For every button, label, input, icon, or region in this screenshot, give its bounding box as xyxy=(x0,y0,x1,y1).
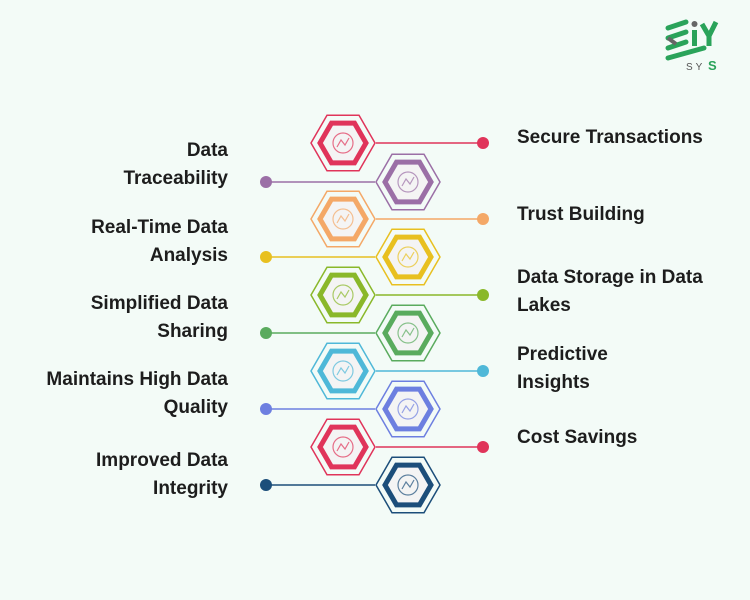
outer-hexagon xyxy=(310,418,376,476)
connector-dot xyxy=(477,441,489,453)
insights-chart-icon-detail xyxy=(401,403,415,414)
integrity-hands-icon-detail xyxy=(401,479,415,490)
connector-dot xyxy=(260,479,272,491)
connector-dot xyxy=(477,365,489,377)
connector-dot xyxy=(260,176,272,188)
connector-dot xyxy=(260,403,272,415)
label-line: Insights xyxy=(517,372,590,393)
document-lock-icon xyxy=(397,171,419,193)
label-line: Traceability xyxy=(123,168,228,189)
data-search-icon xyxy=(332,132,354,154)
label-line: Analysis xyxy=(149,245,228,266)
shield-cost-icon xyxy=(332,436,354,458)
integrity-hands-icon xyxy=(397,474,419,496)
outer-hexagon xyxy=(375,304,441,362)
label-line: Quality xyxy=(163,397,228,418)
data-search-icon-detail xyxy=(336,137,350,148)
label-line: Lakes xyxy=(517,295,571,316)
analytics-chart-icon-detail xyxy=(336,213,350,224)
label-line: Data Storage in Data xyxy=(517,267,703,288)
eiy-sys-logo: SY S xyxy=(664,18,728,79)
connector-dot xyxy=(477,213,489,225)
shield-cost-icon-detail xyxy=(336,441,350,452)
outer-hexagon xyxy=(375,153,441,211)
connector-dot xyxy=(260,251,272,263)
svg-text:SY: SY xyxy=(686,62,705,73)
analytics-chart-icon xyxy=(332,208,354,230)
outer-hexagon xyxy=(310,342,376,400)
document-lock-icon-detail xyxy=(401,176,415,187)
label-line: Data xyxy=(186,140,228,161)
outer-hexagon xyxy=(375,228,441,286)
outer-hexagon xyxy=(310,114,376,172)
database-icon xyxy=(397,322,419,344)
label-line: Improved Data xyxy=(96,450,228,471)
database-quality-icon-detail xyxy=(336,365,350,376)
label-line: Maintains High Data xyxy=(46,369,228,390)
globe-data-icon xyxy=(397,246,419,268)
globe-data-icon-detail xyxy=(401,251,415,262)
database-icon-detail xyxy=(401,327,415,338)
label-line: Integrity xyxy=(153,478,228,499)
label-cost-savings: Cost Savings xyxy=(517,424,637,452)
outer-hexagon xyxy=(310,190,376,248)
label-line: Secure Transactions xyxy=(517,127,703,148)
network-share-icon-detail xyxy=(336,289,350,300)
label-line: Simplified Data xyxy=(90,293,228,314)
label-line: Trust Building xyxy=(517,204,645,225)
label-line: Cost Savings xyxy=(517,427,638,448)
label-line: Predictive xyxy=(517,344,608,365)
label-trust-building: Trust Building xyxy=(517,201,645,229)
insights-chart-icon xyxy=(397,398,419,420)
svg-text:S: S xyxy=(708,58,717,73)
outer-hexagon xyxy=(375,380,441,438)
connector-dot xyxy=(477,289,489,301)
connector-dot xyxy=(477,137,489,149)
outer-hexagon xyxy=(375,456,441,514)
label-secure-transactions: Secure Transactions xyxy=(517,124,703,152)
outer-hexagon xyxy=(310,266,376,324)
connector-dot xyxy=(260,327,272,339)
label-line: Sharing xyxy=(157,321,228,342)
network-share-icon xyxy=(332,284,354,306)
label-line: Real-Time Data xyxy=(91,217,228,238)
database-quality-icon xyxy=(332,360,354,382)
